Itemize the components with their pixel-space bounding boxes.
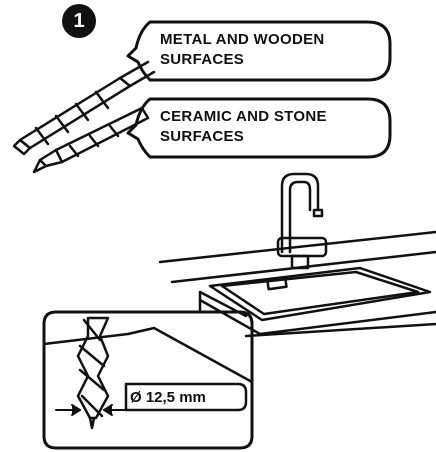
- callout-label-metal: METAL AND WOODEN SURFACES: [160, 31, 325, 68]
- callout-bubble-ceramic: [126, 97, 392, 159]
- drill-bit-detail-icon: [76, 316, 110, 430]
- callout-label-ceramic: CERAMIC AND STONE SURFACES: [160, 108, 327, 145]
- drill-bit-masonry-icon: [32, 106, 150, 174]
- step-number-badge: 1: [62, 4, 96, 38]
- callout-bubble-metal: [126, 20, 392, 82]
- diameter-label: Ø 12,5 mm: [130, 389, 206, 406]
- diameter-dimension: [55, 382, 248, 416]
- sink-icon: [208, 266, 432, 322]
- drill-bit-metal-icon: [12, 60, 156, 156]
- detail-inset: [42, 290, 254, 450]
- faucet-icon: [276, 172, 328, 270]
